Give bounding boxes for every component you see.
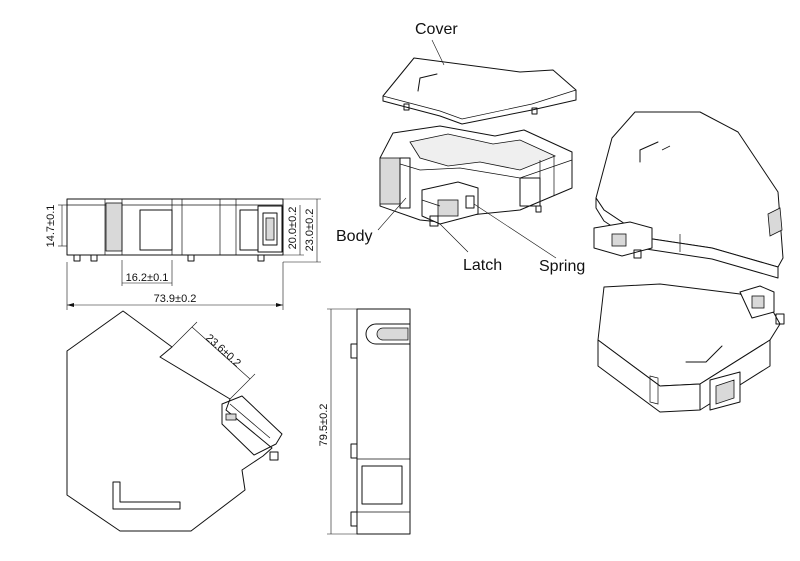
plan-view (66, 310, 283, 532)
dim-side-length: 79.5±0.2 (318, 404, 330, 447)
iso-view-bottom (597, 283, 785, 413)
side-view (327, 308, 411, 535)
dim-slot-width: 16.2±0.1 (126, 272, 169, 284)
label-body: Body (336, 228, 372, 245)
label-cover: Cover (415, 21, 458, 38)
front-view (58, 198, 321, 310)
exploded-view (377, 39, 577, 259)
iso-view-top (593, 111, 784, 279)
dim-latch-offset: 23.6±0.2 (203, 332, 243, 370)
dim-height-mid: 20.0±0.2 (287, 207, 299, 250)
dim-overall-length: 73.9±0.2 (154, 293, 197, 305)
label-spring: Spring (539, 258, 585, 275)
label-latch: Latch (463, 257, 502, 274)
dim-height-small: 14.7±0.1 (45, 205, 57, 248)
dim-height-total: 23.0±0.2 (304, 209, 316, 252)
